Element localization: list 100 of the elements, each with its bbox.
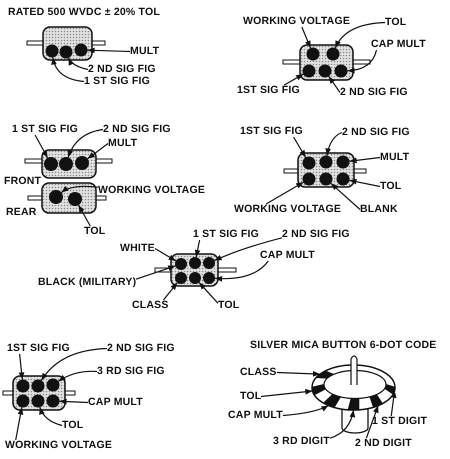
code-dot [32, 394, 44, 408]
leader-arrow [87, 48, 130, 54]
code-dot [336, 172, 350, 186]
callout-label: 1 ST SIG FIG [84, 76, 150, 87]
leader-arrow [330, 410, 355, 439]
code-dot [59, 157, 73, 171]
code-band [312, 384, 326, 396]
callout-label: 1 ST SIG FIG [193, 229, 259, 240]
callout-label: 2 ND SIG FIG [340, 87, 408, 98]
code-dot [320, 156, 332, 168]
callout-label: 1 ST SIG FIG [12, 124, 78, 135]
leader-arrow [136, 265, 176, 280]
leader-arrow [68, 58, 88, 70]
code-dot [46, 44, 58, 58]
callout-label: WORKING VOLTAGE [234, 204, 342, 215]
leader-arrow [52, 57, 84, 82]
code-dot [302, 172, 316, 186]
callout-label: TOL [84, 226, 106, 237]
leader-arrow [68, 128, 104, 158]
code-dot [46, 378, 60, 392]
leader-arrow [266, 182, 304, 205]
callout-label: TOL [380, 181, 402, 192]
leader-arrow [347, 50, 378, 74]
callout-label: 1ST SIG FIG [7, 343, 70, 354]
callout-label: MULT [380, 152, 410, 163]
callout-label: BLACK (MILITARY) [38, 277, 136, 288]
rating-note: RATED 500 WVDC ± 20% TOL [8, 7, 160, 18]
callout-label: 1ST SIG FIG [240, 126, 303, 137]
leader-arrow [15, 407, 24, 440]
callout-label: 3 RD SIG FIG [97, 366, 165, 377]
leader-arrow [334, 22, 386, 48]
code-band [316, 370, 334, 379]
leader-arrow [34, 134, 48, 158]
leader-arrow [78, 204, 91, 226]
code-dot [302, 64, 316, 78]
leader-arrow [282, 404, 329, 416]
code-band [370, 394, 383, 408]
leader-arrow [214, 237, 282, 262]
callout-label: TOL [385, 17, 406, 28]
callout-label: CLASS [240, 367, 277, 378]
callout-label: WORKING VOLTAGE [98, 185, 206, 196]
leader-arrow [326, 132, 342, 156]
callout-label: WHITE [120, 243, 155, 254]
code-dot [175, 258, 187, 270]
leader-arrow [154, 248, 176, 262]
leader-arrow [18, 354, 24, 380]
callout-label: 2 ND SIG FIG [342, 127, 410, 138]
leader-arrow [194, 240, 200, 258]
leader-arrow [301, 26, 312, 48]
callout-label: MULT [130, 46, 160, 57]
code-dot [326, 48, 340, 60]
code-dot [203, 272, 215, 284]
leader-arrow [349, 178, 380, 188]
code-dot [306, 48, 320, 60]
leader-arrow [162, 282, 178, 300]
code-dot [44, 157, 58, 171]
drawing-heading: SILVER MICA BUTTON 6-DOT CODE [250, 340, 436, 351]
leader-arrow [276, 370, 320, 377]
callout-label: WORKING VOLTAGE [243, 16, 350, 27]
callout-label: 2 ND SIG FIG [88, 64, 156, 75]
leader-arrow [39, 407, 62, 426]
code-dot [49, 190, 63, 204]
callout-label: TOL [240, 391, 262, 402]
code-dot [302, 156, 316, 170]
callout-label: WORKING VOLTAGE [5, 440, 112, 451]
side-label: FRONT [4, 176, 42, 187]
callout-label: 2 ND SIG FIG [103, 124, 171, 135]
callout-label: TOL [62, 420, 84, 431]
leader-arrow [58, 370, 98, 382]
callout-label: CLASS [132, 300, 169, 311]
code-dot [46, 394, 60, 408]
callout-label: BLANK [360, 204, 398, 215]
leader-arrow [366, 405, 379, 438]
code-dot [203, 257, 215, 269]
callout-label: CAP MULT [371, 39, 426, 50]
code-dot [189, 257, 201, 269]
leader-arrow [214, 260, 269, 282]
leader-arrow [330, 182, 360, 210]
leader-arrow [284, 74, 304, 86]
code-dot [32, 380, 44, 392]
leader-arrow [293, 136, 306, 158]
callout-label: CAP MULT [88, 397, 143, 408]
side-label: REAR [6, 207, 37, 218]
code-dot [175, 272, 187, 284]
callout-label: 2 ND DIGIT [355, 438, 412, 449]
code-dot [16, 380, 30, 392]
callout-label: 1ST SIG FIG [237, 85, 300, 96]
code-dot [60, 46, 72, 58]
code-band [384, 384, 395, 394]
leader-arrow [349, 156, 380, 164]
callout-label: 2 ND SIG FIG [282, 229, 350, 240]
callout-label: MULT [108, 138, 138, 149]
code-dot [334, 64, 348, 78]
leader-arrow [40, 348, 108, 381]
code-dot [320, 172, 332, 186]
code-dot [189, 272, 201, 284]
code-dot [318, 64, 332, 78]
code-dot [75, 156, 89, 170]
code-band [348, 398, 360, 410]
leader-arrow [198, 282, 218, 304]
